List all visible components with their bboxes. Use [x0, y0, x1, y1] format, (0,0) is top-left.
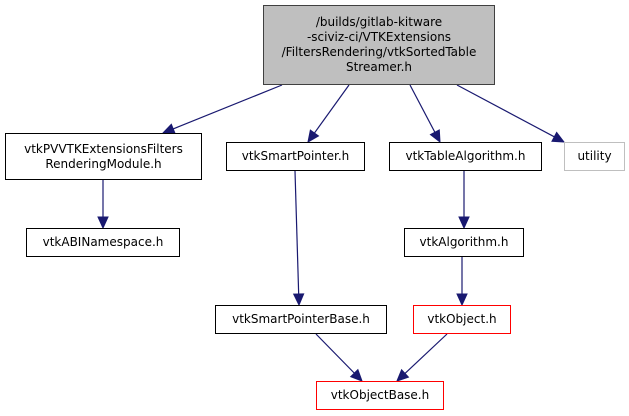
node-utility[interactable]: utility: [564, 142, 625, 171]
edge-root-tablealgorithm: [409, 84, 436, 133]
edge-smartpointer-smartpointerbase: [294, 170, 300, 295]
arrowhead-algorithm-object: [456, 293, 468, 307]
arrowhead-root-smartpointer: [307, 129, 320, 143]
edge-object-objectbase: [404, 333, 448, 374]
node-vtkObjectBase[interactable]: vtkObjectBase.h: [316, 381, 444, 410]
arrowhead-smartpointer-smartpointerbase: [292, 293, 305, 307]
arrowhead-object-objectbase: [396, 368, 410, 382]
node-vtkSmartPointerBase[interactable]: vtkSmartPointerBase.h: [215, 305, 387, 334]
arrowhead-root-tablealgorithm: [429, 129, 441, 144]
node-vtkPVVTKExtensionsFiltersRenderingModule[interactable]: vtkPVVTKExtensionsFilters RenderingModul…: [5, 133, 202, 180]
edge-root-smartpointer: [313, 84, 350, 134]
arrowhead-smartpointerbase-objectbase: [349, 368, 363, 382]
node-vtkObject[interactable]: vtkObject.h: [413, 305, 511, 334]
arrowhead-tablealgorithm-algorithm: [458, 216, 470, 230]
node-vtkABINamespace[interactable]: vtkABINamespace.h: [26, 228, 180, 257]
arrowhead-root-utility: [551, 131, 566, 143]
edge-root-utility: [456, 84, 555, 138]
node-vtkSortedTableStreamer[interactable]: /builds/gitlab-kitware -sciviz-ci/VTKExt…: [263, 5, 495, 85]
edge-root-module: [172, 84, 283, 130]
node-vtkSmartPointer[interactable]: vtkSmartPointer.h: [226, 142, 365, 171]
node-vtkTableAlgorithm[interactable]: vtkTableAlgorithm.h: [389, 142, 542, 171]
edge-smartpointerbase-objectbase: [315, 333, 355, 374]
node-vtkAlgorithm[interactable]: vtkAlgorithm.h: [404, 228, 524, 257]
arrowhead-module-abinamespace: [97, 216, 109, 230]
